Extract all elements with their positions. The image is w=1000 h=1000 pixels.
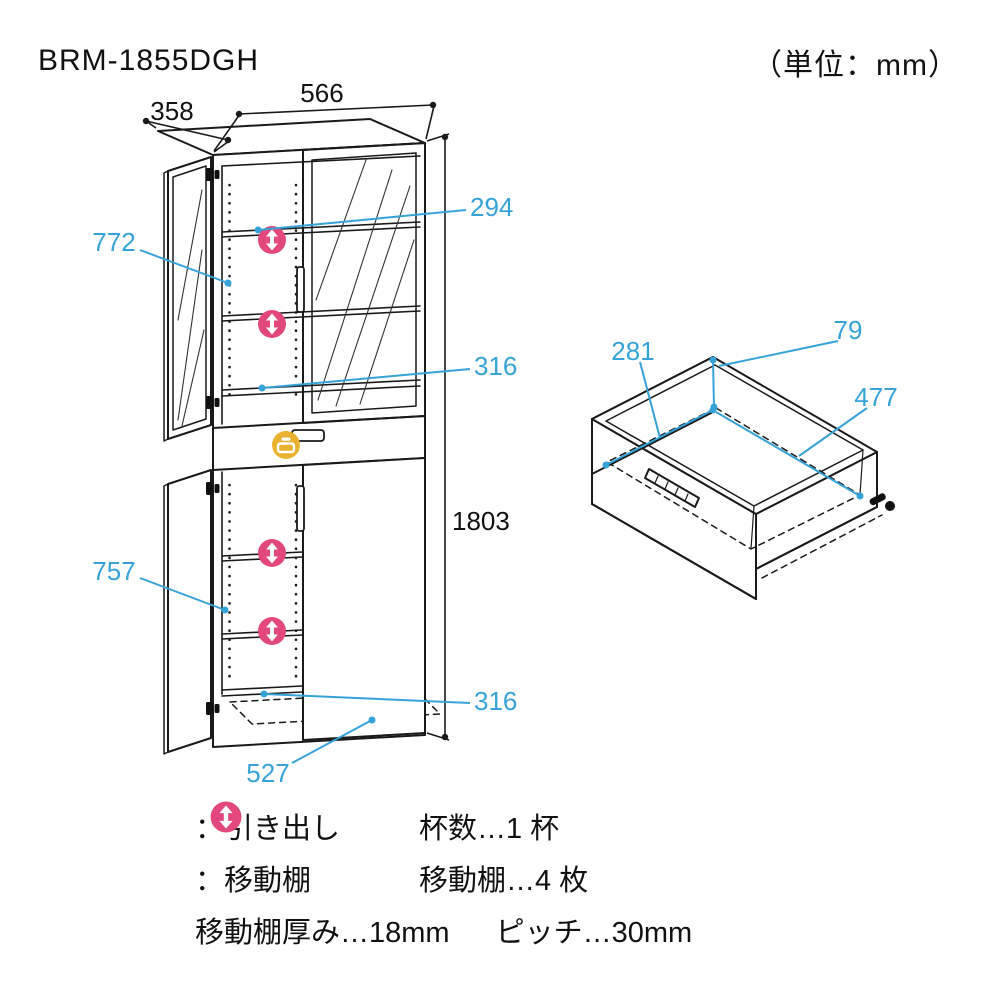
dim-width-line xyxy=(213,101,437,152)
legend-drawer-count: 杯数…1 杯 xyxy=(419,813,560,845)
upper-right-glass-door xyxy=(296,142,426,424)
dim-281-label: 281 xyxy=(611,336,654,366)
lower-right-door xyxy=(296,457,426,741)
hinges xyxy=(206,168,220,715)
dim-height-label: 1803 xyxy=(452,506,510,536)
legend-note-thickness: 移動棚厚み…18mm xyxy=(195,917,450,949)
glass-hatch xyxy=(177,189,205,427)
movable-shelf-icon xyxy=(258,539,286,567)
leader-316-upper xyxy=(258,368,471,392)
dim-depth-label: 358 xyxy=(150,96,193,126)
dim-294-label: 294 xyxy=(470,192,513,222)
legend-note-pitch: ピッチ…30mm xyxy=(495,917,693,949)
legend-row-note: 移動棚厚み…18mm ピッチ…30mm xyxy=(195,904,895,956)
hinge-icon xyxy=(206,396,220,409)
legend-row-drawer: ：引き出し 杯数…1 杯 xyxy=(195,800,895,852)
model-number: BRM-1855DGH xyxy=(38,44,260,77)
leader-527 xyxy=(291,716,376,764)
movable-shelf-icon xyxy=(210,801,242,833)
upper-door-handle xyxy=(296,266,305,313)
leader-757 xyxy=(139,577,229,614)
legend-row-shelf: ：移動棚 移動棚…4 枚 xyxy=(195,801,895,904)
leader-294 xyxy=(254,209,467,234)
glass-hatch xyxy=(315,159,415,407)
unit-label: （単位：mm） xyxy=(752,49,959,82)
dim-527-label: 527 xyxy=(246,758,289,788)
drawer-pull-handle xyxy=(644,468,700,508)
dim-757-label: 757 xyxy=(92,556,135,586)
leader-772 xyxy=(139,249,232,287)
dim-316-upper-label: 316 xyxy=(474,351,517,381)
movable-shelf-icon xyxy=(258,617,286,645)
cabinet-inner-dimensions: 294 772 316 757 316 527 xyxy=(92,192,517,788)
drawer-dimensions: 281 79 477 xyxy=(602,315,898,500)
movable-shelf-icon xyxy=(258,310,286,338)
dim-depth-line xyxy=(142,117,232,153)
drawer-roller xyxy=(869,493,895,511)
cabinet-diagram xyxy=(157,118,441,755)
leader-316-lower xyxy=(260,690,471,704)
hinge-icon xyxy=(206,702,220,715)
dim-width-label: 566 xyxy=(300,78,343,108)
dim-477-line xyxy=(715,407,868,500)
upper-left-open-glass-door xyxy=(163,156,212,442)
dim-477-label: 477 xyxy=(854,382,897,412)
drawer-diagram xyxy=(591,356,895,600)
drawer-inner-bottom-hidden xyxy=(606,407,861,550)
legend: ：引き出し 杯数…1 杯 ：移動棚 移動棚…4 枚 移動棚厚み…18mm ピッチ… xyxy=(195,800,895,956)
legend-shelf-count: 移動棚…4 枚 xyxy=(419,865,589,897)
dim-79-label: 79 xyxy=(834,315,863,345)
hinge-icon xyxy=(206,168,220,181)
lower-left-open-door xyxy=(163,469,212,755)
hinge-icon xyxy=(206,482,220,495)
dim-772-label: 772 xyxy=(92,227,135,257)
movable-shelf-2 xyxy=(221,305,421,322)
dim-height-line xyxy=(426,133,450,741)
drawer-rail-hidden xyxy=(761,514,883,579)
legend-shelf-label: ：移動棚 xyxy=(195,865,312,897)
drawer-marker-icon xyxy=(270,429,302,461)
cabinet-outer-dimensions: 566 358 1803 xyxy=(142,78,510,741)
dim-79-line xyxy=(709,340,839,411)
dim-316-lower-label: 316 xyxy=(474,686,517,716)
lower-door-handle xyxy=(296,485,305,532)
